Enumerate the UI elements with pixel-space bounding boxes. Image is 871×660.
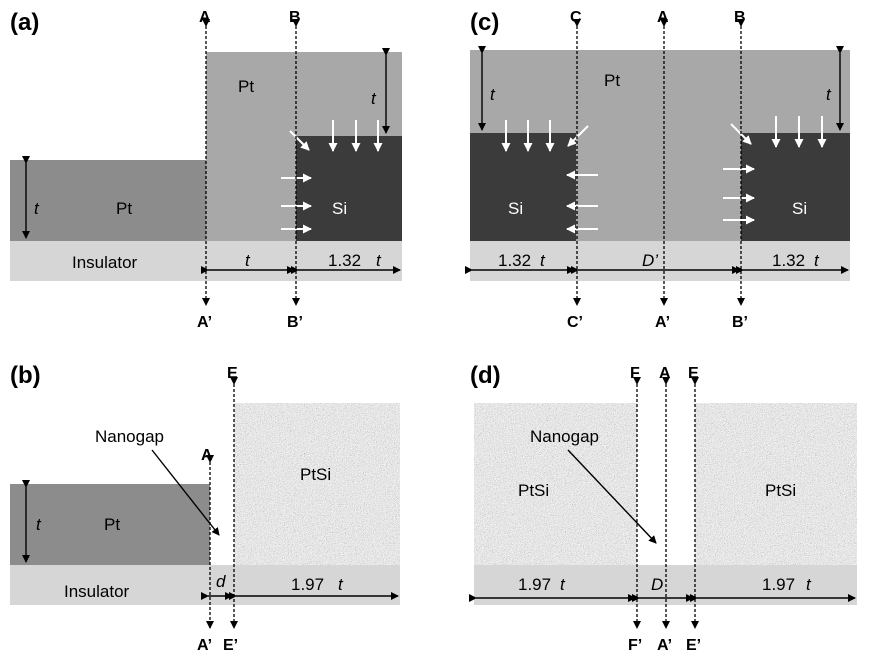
panel-c: (c) Pt Si Si t t 1.32 t D’ 1.32 t <box>465 9 850 331</box>
panel-a-t-left-label: t <box>34 199 40 218</box>
panel-d-nanogap-label: Nanogap <box>530 427 599 446</box>
panel-b-t-left-label: t <box>36 515 42 534</box>
panel-c-dim-left-t: t <box>540 251 546 270</box>
panel-c-label: (c) <box>470 9 499 36</box>
panel-d-nanogap-arrow <box>567 449 657 544</box>
panel-c-t-left-label: t <box>490 85 496 104</box>
panel-c-si-left-label: Si <box>508 199 523 218</box>
panel-d-ptsi-left-label: PtSi <box>518 481 549 500</box>
panel-d-dim-left-num: 1.97 <box>518 575 551 594</box>
panel-b-label: (b) <box>10 362 41 389</box>
panel-b-pt-label: Pt <box>104 515 120 534</box>
panel-c-si-left <box>470 133 576 241</box>
panel-c-t-right-label: t <box>826 85 832 104</box>
panel-d-label: (d) <box>470 362 501 389</box>
panel-b-line-a-bottom: A’ <box>197 637 212 654</box>
panel-c-line-a-bottom: A’ <box>655 314 670 331</box>
panel-b-dim-197-num: 1.97 <box>291 575 324 594</box>
panel-b-nanogap-label: Nanogap <box>95 427 164 446</box>
panel-c-line-a-top: A <box>657 9 669 26</box>
panel-a-t-right-label: t <box>371 89 377 108</box>
panel-d-dim-right-t: t <box>806 575 812 594</box>
panel-b-pt <box>10 484 210 565</box>
panel-d-ptsi-right <box>695 403 857 565</box>
panel-a-pt-left-label: Pt <box>116 199 132 218</box>
panel-a-dim-132-t: t <box>376 251 382 270</box>
panel-a-pt-top-label: Pt <box>238 77 254 96</box>
panel-b: (b) Pt PtSi Insulator Nanogap t d 1.97 t… <box>10 362 400 654</box>
panel-a-pt-left <box>10 160 206 241</box>
panel-d-line-a-top: A <box>659 365 671 382</box>
panel-a-si <box>296 136 402 241</box>
panel-c-dim-left-num: 1.32 <box>498 251 531 270</box>
panel-b-ptsi-label: PtSi <box>300 465 331 484</box>
panel-d-line-e-bottom: E’ <box>686 637 701 654</box>
panel-b-ptsi <box>234 403 400 565</box>
panel-d-line-f-bottom: F’ <box>628 637 642 654</box>
panel-d: (d) PtSi PtSi Nanogap 1.97 t D 1.97 t F … <box>469 362 857 654</box>
panel-b-line-e-bottom: E’ <box>223 637 238 654</box>
panel-a-line-a-bottom: A’ <box>197 314 212 331</box>
panel-c-line-b-bottom: B’ <box>732 314 748 331</box>
panel-d-dim-mid-label: D <box>651 575 663 594</box>
panel-c-si-right-label: Si <box>792 199 807 218</box>
panel-a-dim-132-num: 1.32 <box>328 251 361 270</box>
panel-d-ptsi-left <box>474 403 637 565</box>
panel-d-dim-right-num: 1.97 <box>762 575 795 594</box>
panel-a: (a) Pt Pt Si Insulator t t t 1.32 t <box>10 9 402 331</box>
panel-a-si-label: Si <box>332 199 347 218</box>
panel-c-dim-right-t: t <box>814 251 820 270</box>
panel-a-line-b-top: B <box>289 9 301 26</box>
panel-c-line-b-top: B <box>734 9 746 26</box>
panel-a-label: (a) <box>10 9 39 36</box>
panel-c-pt-label: Pt <box>604 71 620 90</box>
panel-b-dim-d-label: d <box>216 572 226 591</box>
panel-c-line-c-top: C <box>570 9 582 26</box>
panel-b-insulator-label: Insulator <box>64 582 130 601</box>
panel-d-line-e-top: E <box>688 365 699 382</box>
panel-a-insulator-label: Insulator <box>72 253 138 272</box>
panel-c-si-right <box>741 133 850 241</box>
panel-c-dim-mid-label: D’ <box>642 251 658 270</box>
panel-c-dim-right-num: 1.32 <box>772 251 805 270</box>
panel-d-dim-left-t: t <box>560 575 566 594</box>
panel-c-line-c-bottom: C’ <box>567 314 583 331</box>
panel-d-ptsi-right-label: PtSi <box>765 481 796 500</box>
panel-a-line-b-bottom: B’ <box>287 314 303 331</box>
panel-a-line-a-top: A <box>199 9 211 26</box>
panel-a-diffusion-arrows <box>281 120 383 234</box>
panel-d-line-f-top: F <box>630 365 640 382</box>
panel-a-dim-t-label: t <box>245 251 251 270</box>
panel-b-line-e-top: E <box>227 365 238 382</box>
panel-b-dim-197-t: t <box>338 575 344 594</box>
panel-b-line-a-top: A <box>201 447 213 464</box>
panel-d-line-a-bottom: A’ <box>657 637 672 654</box>
